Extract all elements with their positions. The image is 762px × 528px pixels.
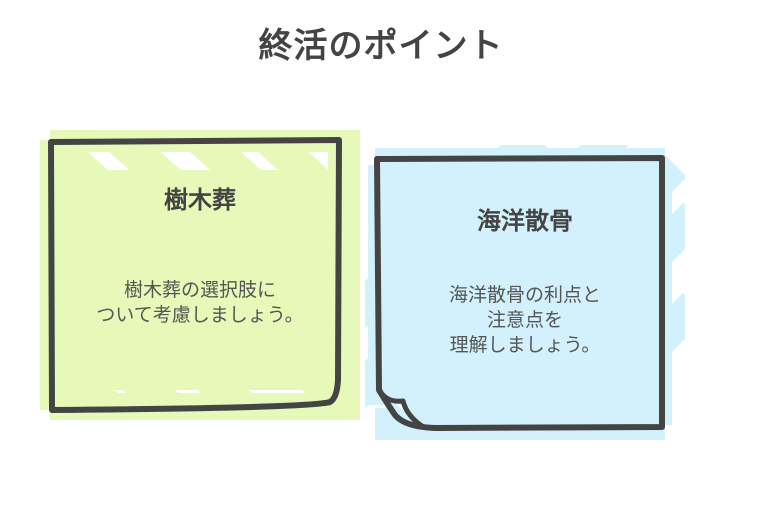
card-tree-burial-body-line: 樹木葬の選択肢に [123,279,276,301]
card-tree-burial-title: 樹木葬 [164,186,236,214]
card-sea-scattering-title: 海洋散骨 [477,207,573,235]
card-sea-scattering-body-line: 理解しましょう。 [449,334,601,356]
card-tree-burial-body-line: ついて考慮しましょう。 [96,304,304,326]
card-sea-scattering: 海洋散骨 海洋散骨の利点と 注意点を 理解しましょう。 [365,145,685,440]
card-tree-burial-background [40,130,360,420]
card-sea-scattering-body-line: 海洋散骨の利点と [448,284,601,306]
page-title: 終活のポイント [258,26,504,66]
card-tree-burial: 樹木葬 樹木葬の選択肢に ついて考慮しましょう。 [40,130,360,420]
card-tree-burial-body: 樹木葬の選択肢に ついて考慮しましょう。 [40,278,360,328]
card-sea-scattering-background [365,145,685,440]
card-sea-scattering-body: 海洋散骨の利点と 注意点を 理解しましょう。 [365,283,685,358]
card-sea-scattering-body-line: 注意点を [486,309,563,331]
